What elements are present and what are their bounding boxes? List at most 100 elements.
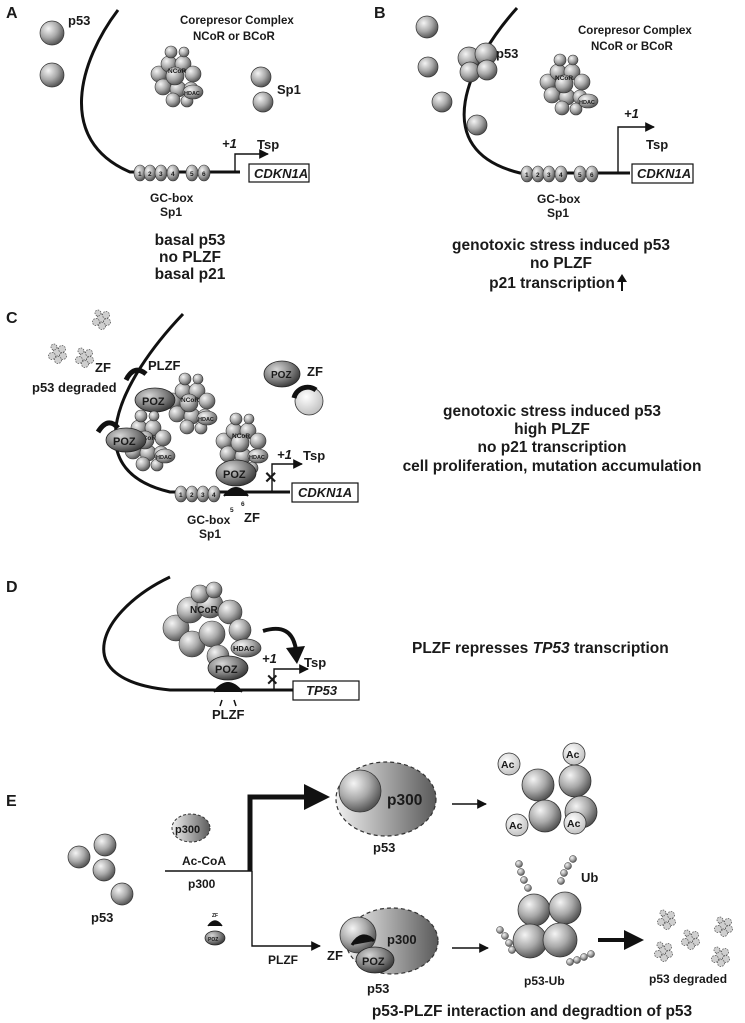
p53-sphere	[39, 20, 65, 46]
plzf-label: PLZF	[212, 707, 245, 722]
gc-box-label: GC-box	[537, 192, 581, 206]
box-number: 1	[525, 172, 529, 179]
plzf-arrow	[251, 871, 321, 951]
ubiquitinated-p53	[512, 891, 582, 959]
box-number: 3	[159, 171, 163, 178]
poz-label: POZ	[113, 436, 136, 448]
poz-label: POZ	[223, 469, 246, 481]
poz-domain	[105, 427, 147, 453]
zf-small-icon	[207, 920, 223, 927]
degraded-p53-blob	[92, 309, 111, 330]
zf-domain	[123, 367, 148, 382]
hdac-label: HDAC	[198, 417, 214, 423]
p300-bottom-label: p300	[387, 932, 417, 947]
caption-line: cell proliferation, mutation accumulatio…	[403, 458, 702, 475]
degradation-arrow-head	[624, 930, 644, 950]
poz-small	[204, 930, 226, 946]
plus-one-label: +1	[624, 106, 639, 121]
up-arrow-icon	[617, 274, 627, 291]
tsp-label: Tsp	[303, 448, 325, 463]
ncor-label: NCoR	[232, 433, 250, 440]
caption-line: no PLZF	[159, 249, 221, 266]
p300-small-label: p300	[175, 824, 200, 836]
gc-box-sp1-label: Sp1	[160, 205, 182, 219]
zf-bottom-label: ZF	[244, 510, 260, 525]
plus-one-label: +1	[222, 136, 237, 151]
ac-group	[505, 813, 529, 837]
gc-box-spheres	[133, 164, 211, 182]
sp1-sphere	[252, 91, 274, 113]
p53-sphere	[417, 56, 439, 78]
tsp-arrow	[234, 149, 269, 172]
ub-label: Ub	[581, 870, 598, 885]
poz-label: POZ	[142, 396, 165, 408]
box-number: 3	[547, 172, 551, 179]
hdac-label: HDAC	[579, 100, 595, 106]
caption-pre: PLZF represses	[412, 640, 533, 657]
zf-small-label: ZF	[212, 913, 218, 919]
p53-sphere	[415, 15, 439, 39]
zf-domain	[223, 487, 249, 497]
hdac-label: HDAC	[156, 455, 172, 461]
p53-sphere	[466, 114, 488, 136]
caption-post: transcription	[570, 640, 669, 657]
tsp-arrow	[271, 459, 303, 492]
caption-line: p21 transcription	[489, 275, 615, 292]
hdac-sphere	[230, 638, 262, 658]
box-number: 1	[138, 171, 142, 178]
poz-bottom-label: POZ	[362, 956, 385, 968]
degraded-p53-blob	[657, 909, 676, 930]
panel-letter-c: C	[6, 310, 18, 327]
plzf-line-label: PLZF	[268, 953, 298, 967]
box-number: 6	[590, 172, 594, 179]
poz-domain	[215, 459, 257, 487]
p53-sphere	[339, 916, 377, 954]
free-zf-label: ZF	[307, 364, 323, 379]
p53-label: p53	[496, 46, 518, 61]
p53-label: p53	[68, 13, 90, 28]
tsp-label: Tsp	[304, 655, 326, 670]
zf-domain	[350, 934, 376, 946]
box-number: 5	[190, 171, 194, 178]
p53-sphere	[431, 91, 453, 113]
sp1-sphere	[250, 66, 272, 88]
zf-domain	[291, 384, 318, 399]
p300-line-label: p300	[188, 877, 216, 891]
tick	[219, 699, 223, 707]
gene-label: CDKN1A	[298, 485, 352, 500]
ac-group	[497, 752, 521, 776]
zf-domain	[95, 420, 120, 434]
p53-degraded-label: p53 degraded	[649, 972, 727, 986]
panel-b: B p53 Corepresor Complex NCoR or BCoR NC…	[374, 5, 694, 292]
degraded-p53-blob	[654, 941, 673, 962]
ncor-complex-large	[162, 581, 252, 668]
zf-bottom-label: ZF	[327, 948, 343, 963]
box-number: 6	[202, 171, 206, 178]
acetylated-p53	[521, 764, 598, 833]
ncor-label: NCoR	[555, 75, 573, 82]
p53-degraded-label: p53 degraded	[32, 380, 117, 395]
gene-box	[291, 482, 359, 503]
poz-small-label: POZ	[208, 937, 218, 943]
hdac-sphere	[154, 448, 176, 464]
box-number: 1	[179, 492, 183, 499]
blocked-x-icon: ✕	[266, 672, 279, 689]
blocked-x-icon: ✕	[264, 470, 277, 487]
degraded-p53-blob	[48, 343, 67, 364]
panel-letter-b: B	[374, 5, 386, 22]
sp1-label: Sp1	[277, 82, 301, 97]
tsp-arrow	[273, 664, 309, 690]
box-number: 3	[201, 492, 205, 499]
hdac-sphere	[196, 410, 218, 426]
curved-arrow-head	[286, 646, 305, 664]
gene-box	[248, 163, 310, 183]
plzf-label: PLZF	[148, 358, 181, 373]
box-number: 6	[241, 501, 245, 508]
gc-box-spheres	[174, 485, 221, 503]
dna-strand	[102, 575, 295, 692]
ac-label: Ac	[509, 820, 523, 832]
p53-top-label: p53	[373, 840, 395, 855]
gc-box-sp1-label: Sp1	[547, 206, 569, 220]
caption-line: no PLZF	[530, 255, 592, 272]
